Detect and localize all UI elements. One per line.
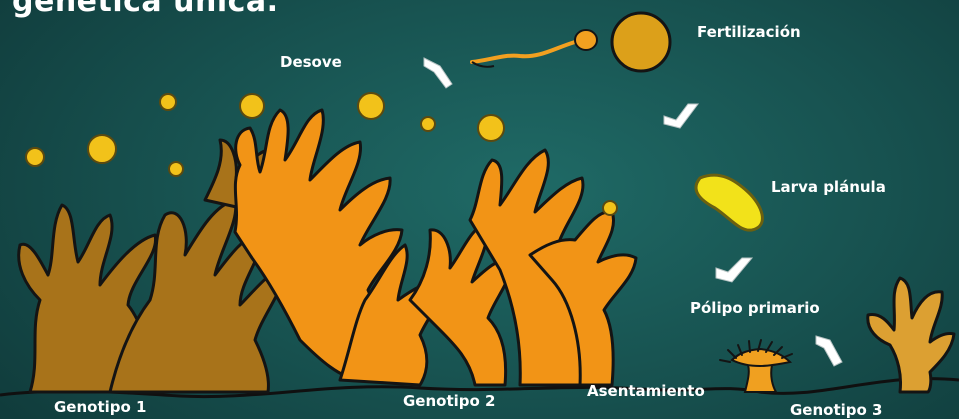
arrow-polipo-to-genotipo3 (816, 336, 842, 366)
partial-title: genética única. (12, 0, 279, 19)
arrow-fertilizacion-to-larva (664, 104, 698, 128)
label-genotipo-2: Genotipo 2 (403, 392, 495, 410)
arrow-desove-to-fertilizacion (424, 58, 452, 88)
coral-genotype-2 (235, 110, 636, 385)
fertilization-sperm-egg (472, 13, 670, 71)
label-polipo-primario: Pólipo primario (690, 299, 820, 317)
coral-genotype-3 (868, 278, 954, 392)
label-desove: Desove (280, 53, 342, 71)
label-genotipo-1: Genotipo 1 (54, 398, 146, 416)
arrow-larva-to-polipo (716, 258, 752, 282)
planula-larva (696, 175, 762, 230)
label-asentamiento: Asentamiento (587, 382, 705, 400)
label-fertilizacion: Fertilización (697, 23, 801, 41)
label-larva-planula: Larva plánula (771, 178, 886, 196)
label-genotipo-3: Genotipo 3 (790, 401, 882, 419)
primary-polyp (720, 340, 792, 392)
